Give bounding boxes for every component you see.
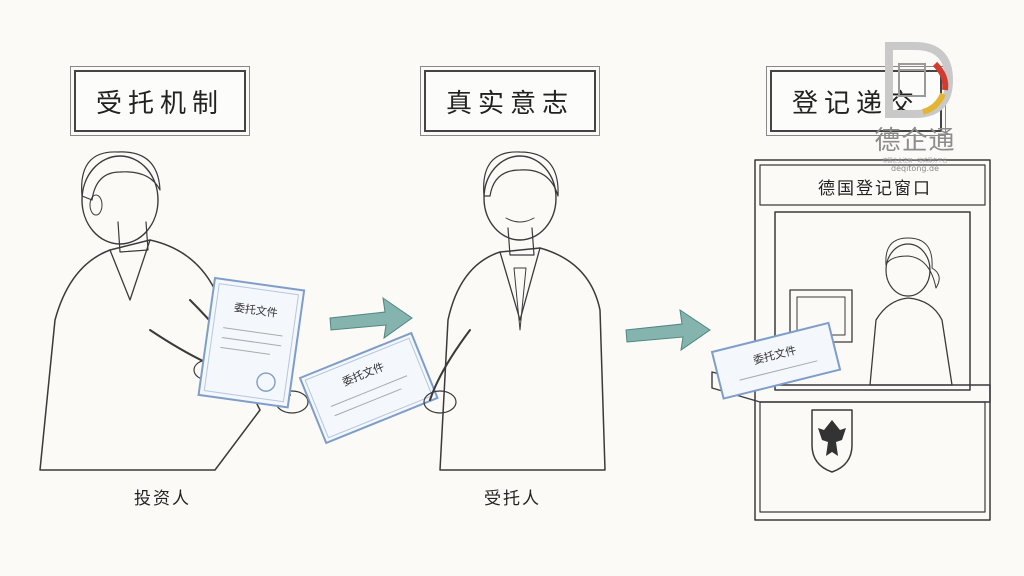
logo-brand-name: 德企通 [874,126,956,156]
counter-sign: 德国登记窗口 [818,178,932,199]
document-submitted: 委托文件 [710,321,842,400]
logo-tagline: 德国企业注册一站式服务平台 [882,158,948,164]
eagle-shield-icon [811,409,853,473]
step-title-true-will: 真实意志 [420,66,600,136]
step-title-submission: 登记递交 [766,66,946,136]
logo-d-icon [885,42,954,118]
arrow-right-icon-2 [625,308,711,352]
registration-counter [711,159,991,521]
arrow-right-icon [329,296,413,340]
document-label-1: 委托文件 [233,300,279,320]
step-title-trust-mechanism: 受托机制 [70,66,250,136]
logo-url: deqitong.de [890,164,940,173]
document-handover: 委托文件 [298,331,439,445]
brand-logo: 德企通 德国企业注册一站式服务平台 deqitong.de [860,42,970,182]
caption-trustee: 受托人 [484,489,541,509]
seal-icon [256,372,276,392]
trustee-figure [423,151,606,471]
document-held: 委托文件 [197,276,306,409]
caption-investor: 投资人 [134,489,191,509]
